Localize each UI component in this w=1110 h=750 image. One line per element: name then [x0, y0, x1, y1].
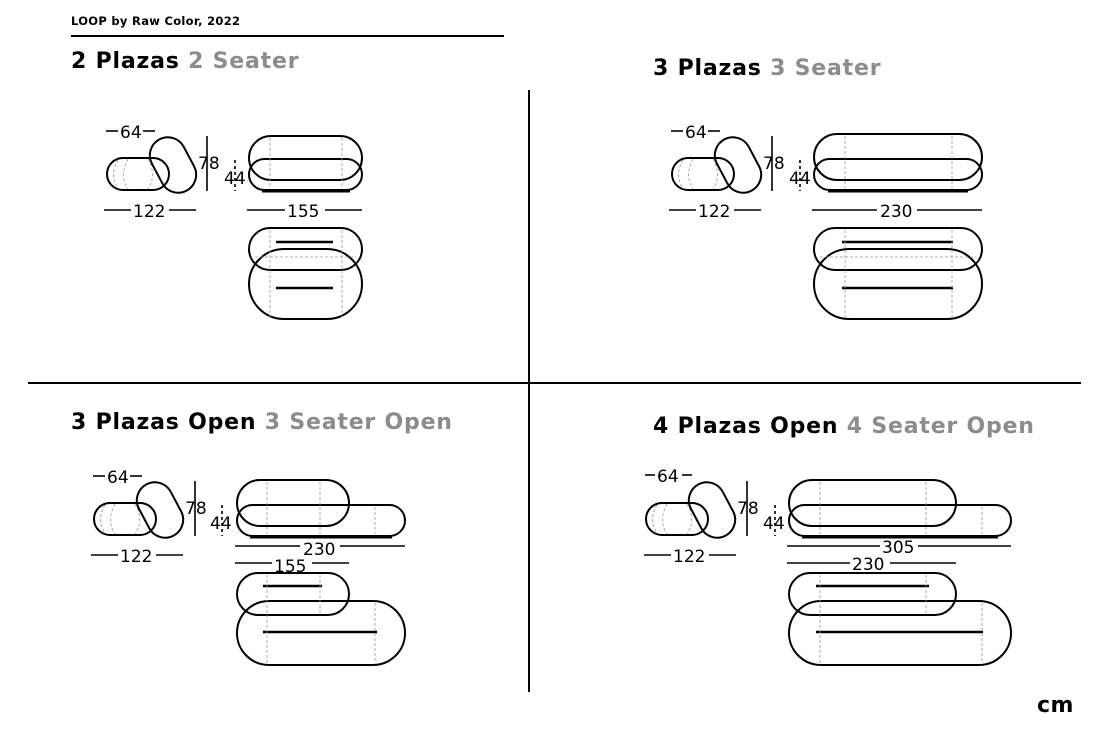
dim-armchair-width: 122	[673, 547, 705, 567]
dim-seat-height: 44	[224, 169, 246, 189]
sofa-dimension-lines	[235, 545, 405, 564]
dim-sofa-width: 230	[880, 202, 912, 222]
panel-4-seater-open-heading: 4 Plazas Open 4 Seater Open	[653, 414, 1035, 439]
armchair-dimension-lines	[91, 475, 223, 556]
dim-height: 78	[737, 499, 759, 519]
heading-english: 4 Seater Open	[846, 414, 1035, 439]
sofa-top-view	[788, 572, 1012, 666]
heading-english: 2 Seater	[188, 49, 300, 74]
sofa-top-view	[813, 227, 983, 320]
sofa-front-view	[236, 479, 406, 539]
dim-back-width: 230	[852, 555, 884, 575]
heading-spanish: 3 Plazas	[653, 56, 762, 81]
panel-2-seater-heading: 2 Plazas 2 Seater	[71, 49, 299, 74]
sofa-dimension-lines	[787, 545, 1011, 564]
armchair-dimension-lines	[669, 130, 801, 211]
armchair-side-view	[671, 136, 763, 194]
heading-spanish: 2 Plazas	[71, 49, 180, 74]
dim-armchair-width: 122	[698, 202, 730, 222]
armchair-side-view	[645, 481, 737, 539]
dim-height: 78	[763, 154, 785, 174]
panel-3-seater-heading: 3 Plazas 3 Seater	[653, 56, 881, 81]
dim-armchair-width: 122	[133, 202, 165, 222]
dim-sofa-width: 155	[287, 202, 319, 222]
armchair-side-view	[93, 481, 185, 539]
document-title: LOOP by Raw Color, 2022	[71, 14, 241, 28]
dim-seat-width: 305	[882, 538, 914, 558]
dim-height: 78	[198, 154, 220, 174]
dim-seat-height: 44	[763, 514, 785, 534]
dim-seat-height: 44	[210, 514, 232, 534]
armchair-dimension-lines	[644, 474, 776, 556]
sofa-top-view	[236, 572, 406, 666]
heading-english: 3 Seater	[770, 56, 882, 81]
dim-armchair-width: 122	[120, 547, 152, 567]
dim-armchair-depth: 64	[657, 467, 679, 487]
heading-spanish: 4 Plazas Open	[653, 414, 839, 439]
armchair-dimension-lines	[104, 130, 236, 211]
heading-english: 3 Seater Open	[264, 410, 453, 435]
unit-label: cm	[1037, 693, 1074, 718]
dim-seat-height: 44	[789, 169, 811, 189]
dim-armchair-depth: 64	[107, 468, 129, 488]
dim-seat-width: 230	[303, 540, 335, 560]
sofa-front-view	[248, 135, 363, 193]
sofa-top-view	[248, 227, 363, 320]
panel-3-seater-open-heading: 3 Plazas Open 3 Seater Open	[71, 410, 453, 435]
dim-armchair-depth: 64	[685, 123, 707, 143]
dim-height: 78	[185, 499, 207, 519]
sofa-front-view	[813, 133, 983, 193]
armchair-side-view	[106, 136, 198, 194]
dim-armchair-depth: 64	[120, 123, 142, 143]
sofa-front-view	[788, 479, 1012, 539]
heading-spanish: 3 Plazas Open	[71, 410, 257, 435]
